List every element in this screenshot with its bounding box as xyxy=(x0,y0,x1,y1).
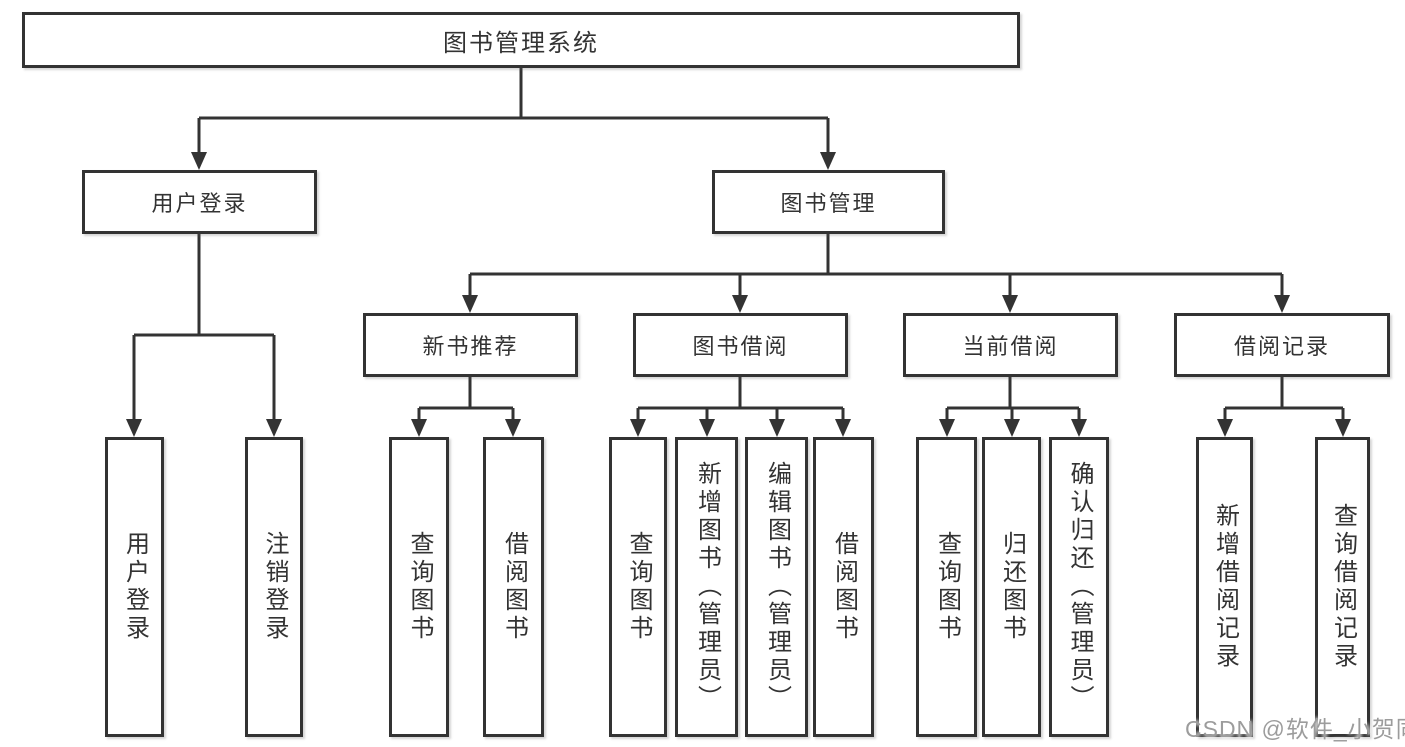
leaf-label: 新增图书（管理员） xyxy=(693,461,721,713)
leaf-label: 查询图书 xyxy=(406,531,433,643)
leaf-label: 注销登录 xyxy=(261,531,288,643)
node-user-login: 用户登录 xyxy=(82,170,317,234)
arrowhead xyxy=(1335,419,1351,437)
leaf-user-login: 用户登录 xyxy=(105,437,164,737)
leaf-nbr-borrow-books: 借阅图书 xyxy=(483,437,544,737)
leaf-label: 用户登录 xyxy=(121,531,149,643)
leaf-bb-add-books-admin: 新增图书（管理员） xyxy=(675,437,738,737)
arrowhead xyxy=(732,295,748,313)
leaf-br-query-record: 查询借阅记录 xyxy=(1315,437,1370,737)
arrowhead xyxy=(769,419,785,437)
node-book-management: 图书管理 xyxy=(712,170,945,234)
leaf-label: 查询图书 xyxy=(625,531,652,643)
leaf-label: 借阅图书 xyxy=(830,531,858,643)
arrowhead xyxy=(505,419,521,437)
arrowhead xyxy=(939,419,955,437)
arrowhead xyxy=(1071,419,1087,437)
leaf-bb-borrow-books: 借阅图书 xyxy=(813,437,874,737)
leaf-cb-confirm-return-admin: 确认归还（管理员） xyxy=(1049,437,1109,737)
node-book-borrow: 图书借阅 xyxy=(633,313,848,377)
leaf-label: 归还图书 xyxy=(998,531,1026,643)
arrowhead xyxy=(1004,419,1020,437)
leaf-label: 查询图书 xyxy=(933,531,961,643)
node-borrow-record: 借阅记录 xyxy=(1174,313,1390,377)
leaf-cb-query-books: 查询图书 xyxy=(916,437,977,737)
arrowhead xyxy=(699,419,715,437)
leaf-cb-return-books: 归还图书 xyxy=(982,437,1041,737)
leaf-label: 编辑图书（管理员） xyxy=(763,461,791,713)
arrowhead xyxy=(820,152,836,170)
node-library-system: 图书管理系统 xyxy=(22,12,1020,68)
arrowhead xyxy=(1274,295,1290,313)
leaf-nbr-query-books: 查询图书 xyxy=(389,437,449,737)
leaf-bb-query-books: 查询图书 xyxy=(609,437,667,737)
arrowhead-group xyxy=(126,152,1351,437)
leaf-label: 新增借阅记录 xyxy=(1211,503,1239,671)
arrowhead xyxy=(835,419,851,437)
leaf-label: 查询借阅记录 xyxy=(1329,503,1357,671)
arrowhead xyxy=(411,419,427,437)
leaf-bb-edit-books-admin: 编辑图书（管理员） xyxy=(745,437,808,737)
arrowhead xyxy=(266,419,282,437)
leaf-label: 借阅图书 xyxy=(500,531,528,643)
leaf-label: 确认归还（管理员） xyxy=(1066,461,1093,713)
arrowhead xyxy=(630,419,646,437)
node-current-borrow: 当前借阅 xyxy=(903,313,1118,377)
leaf-br-add-record: 新增借阅记录 xyxy=(1196,437,1253,737)
arrowhead xyxy=(126,419,142,437)
node-new-book-recommend: 新书推荐 xyxy=(363,313,578,377)
arrowhead xyxy=(191,152,207,170)
arrowhead xyxy=(1002,295,1018,313)
csdn-watermark: CSDN @软件_小贺同学 xyxy=(1185,716,1405,742)
leaf-logout: 注销登录 xyxy=(245,437,303,737)
arrowhead xyxy=(1217,419,1233,437)
arrowhead xyxy=(462,295,478,313)
